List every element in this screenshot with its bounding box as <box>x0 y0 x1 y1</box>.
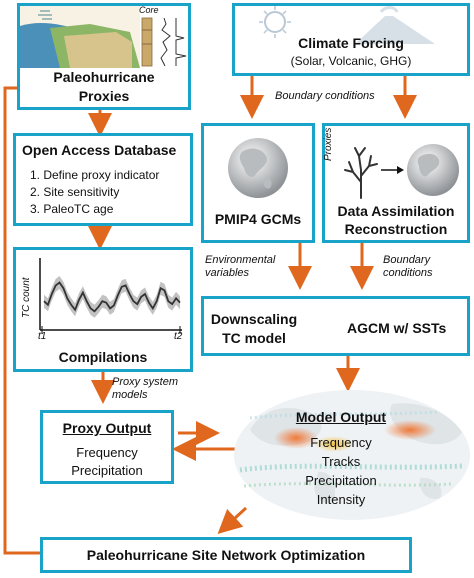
boundary-right-label-line1: Boundary <box>383 254 431 266</box>
proxy-system-label-line2: models <box>112 389 148 401</box>
assimilation-title-line1: Data Assimilation <box>337 203 455 219</box>
climate-forcing-subtitle: (Solar, Volcanic, GHG) <box>290 54 412 68</box>
assimilation-title-line2: Reconstruction <box>344 221 448 237</box>
climate-forcing-box: Climate Forcing (Solar, Volcanic, GHG) <box>232 3 470 76</box>
chart-t2-label: t2 <box>174 331 183 342</box>
proxy-output-title: Proxy Output <box>62 420 152 436</box>
pmip-title: PMIP4 GCMs <box>214 211 302 227</box>
environmental-label-line1: Environmental <box>205 254 276 266</box>
assimilation-box: Proxies Data Assimilation Reconstruction <box>322 123 470 243</box>
proxies-box: Core Paleohurricane Proxies <box>17 3 191 110</box>
chart-uncertainty-band <box>44 276 180 318</box>
proxies-title-line1: Paleohurricane <box>53 69 155 85</box>
compilations-box: TC count t1 t2 Compilations <box>13 247 193 372</box>
tc-count-chart <box>39 258 182 334</box>
proxy-output-item: Precipitation <box>71 463 143 478</box>
pmip-box: PMIP4 GCMs <box>201 123 315 243</box>
coral-to-globe-icon <box>344 144 459 199</box>
database-title: Open Access Database <box>22 142 177 158</box>
boundary-conditions-top-label: Boundary conditions <box>275 90 375 102</box>
downscaling-box: Downscaling TC model AGCM w/ SSTs <box>201 296 470 356</box>
agcm-label: AGCM w/ SSTs <box>347 320 447 336</box>
network-box: Paleohurricane Site Network Optimization <box>40 537 412 573</box>
database-item: 1. Define proxy indicator <box>30 168 160 182</box>
model-output-item: Tracks <box>321 454 361 469</box>
boundary-right-label-line2: conditions <box>383 267 433 279</box>
chart-t1-label: t1 <box>38 331 47 342</box>
proxy-system-label-line1: Proxy system <box>112 376 179 388</box>
proxies-vertical-label: Proxies <box>323 127 334 161</box>
downscaling-title-line1: Downscaling <box>210 311 298 327</box>
arrow-model-output-to-network <box>217 506 248 535</box>
downscaling-title-line2: TC model <box>222 330 286 346</box>
database-item: 3. PaleoTC age <box>30 202 114 216</box>
core-label: Core <box>139 5 159 15</box>
environmental-label-line2: variables <box>205 267 250 279</box>
model-output-item: Intensity <box>316 492 366 507</box>
model-output-title: Model Output <box>295 409 387 425</box>
sun-volcano-icon <box>259 6 435 44</box>
coastal-core-icon <box>20 6 187 68</box>
proxies-title-line2: Proxies <box>78 88 130 104</box>
model-output-item: Frequency <box>310 435 372 450</box>
network-title: Paleohurricane Site Network Optimization <box>86 547 366 563</box>
chart-ylabel: TC count <box>21 277 32 318</box>
climate-forcing-title: Climate Forcing <box>298 35 404 51</box>
database-item: 2. Site sensitivity <box>30 185 120 199</box>
proxy-output-item: Frequency <box>76 445 138 460</box>
database-box: Open Access Database 1. Define proxy ind… <box>13 133 193 226</box>
chart-series-line <box>43 281 181 313</box>
model-output-item: Precipitation <box>305 473 377 488</box>
globe-icon <box>228 138 288 198</box>
compilations-title: Compilations <box>58 349 148 365</box>
proxy-output-box: Proxy Output Frequency Precipitation <box>40 410 174 484</box>
